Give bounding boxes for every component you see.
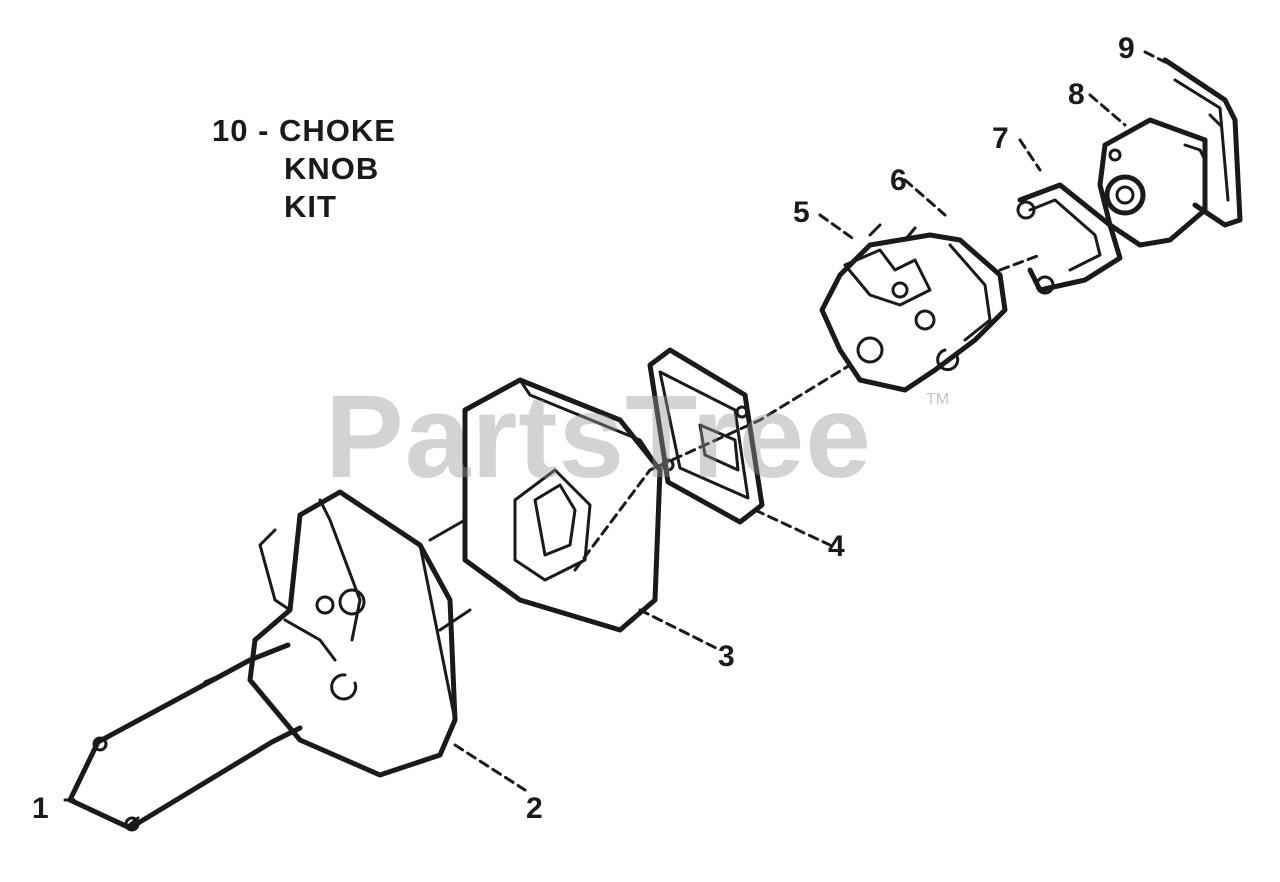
callout-6: 6 bbox=[890, 164, 907, 197]
partstree-watermark: PartsTree bbox=[325, 371, 872, 503]
callout-9: 9 bbox=[1118, 32, 1135, 65]
part-1-bracket[interactable] bbox=[67, 642, 303, 832]
callout-3: 3 bbox=[718, 640, 735, 673]
part-2-filter-cover[interactable] bbox=[247, 489, 458, 778]
part-7-spacer[interactable] bbox=[1016, 182, 1123, 295]
part-4-adapter[interactable] bbox=[647, 347, 765, 525]
leader-lines bbox=[63, 50, 1167, 802]
part-9-plate[interactable] bbox=[1162, 57, 1243, 228]
kit-label-line3: KIT bbox=[284, 189, 337, 224]
callout-1: 1 bbox=[32, 792, 49, 825]
part-8-intake[interactable] bbox=[1097, 117, 1208, 248]
callout-7: 7 bbox=[992, 122, 1009, 155]
part-5-carburetor[interactable] bbox=[819, 223, 1008, 393]
kit-label-line1: 10 - CHOKE bbox=[212, 113, 396, 148]
callout-5: 5 bbox=[793, 196, 810, 229]
trademark-mark: TM bbox=[926, 391, 950, 408]
choke-knob-kit-label: 10 - CHOKE KNOB KIT bbox=[212, 112, 396, 226]
kit-label-line2: KNOB bbox=[284, 151, 380, 186]
part-3-filter-element[interactable] bbox=[428, 377, 663, 633]
callout-4: 4 bbox=[828, 530, 845, 563]
callout-2: 2 bbox=[526, 792, 543, 825]
callout-8: 8 bbox=[1068, 78, 1085, 111]
